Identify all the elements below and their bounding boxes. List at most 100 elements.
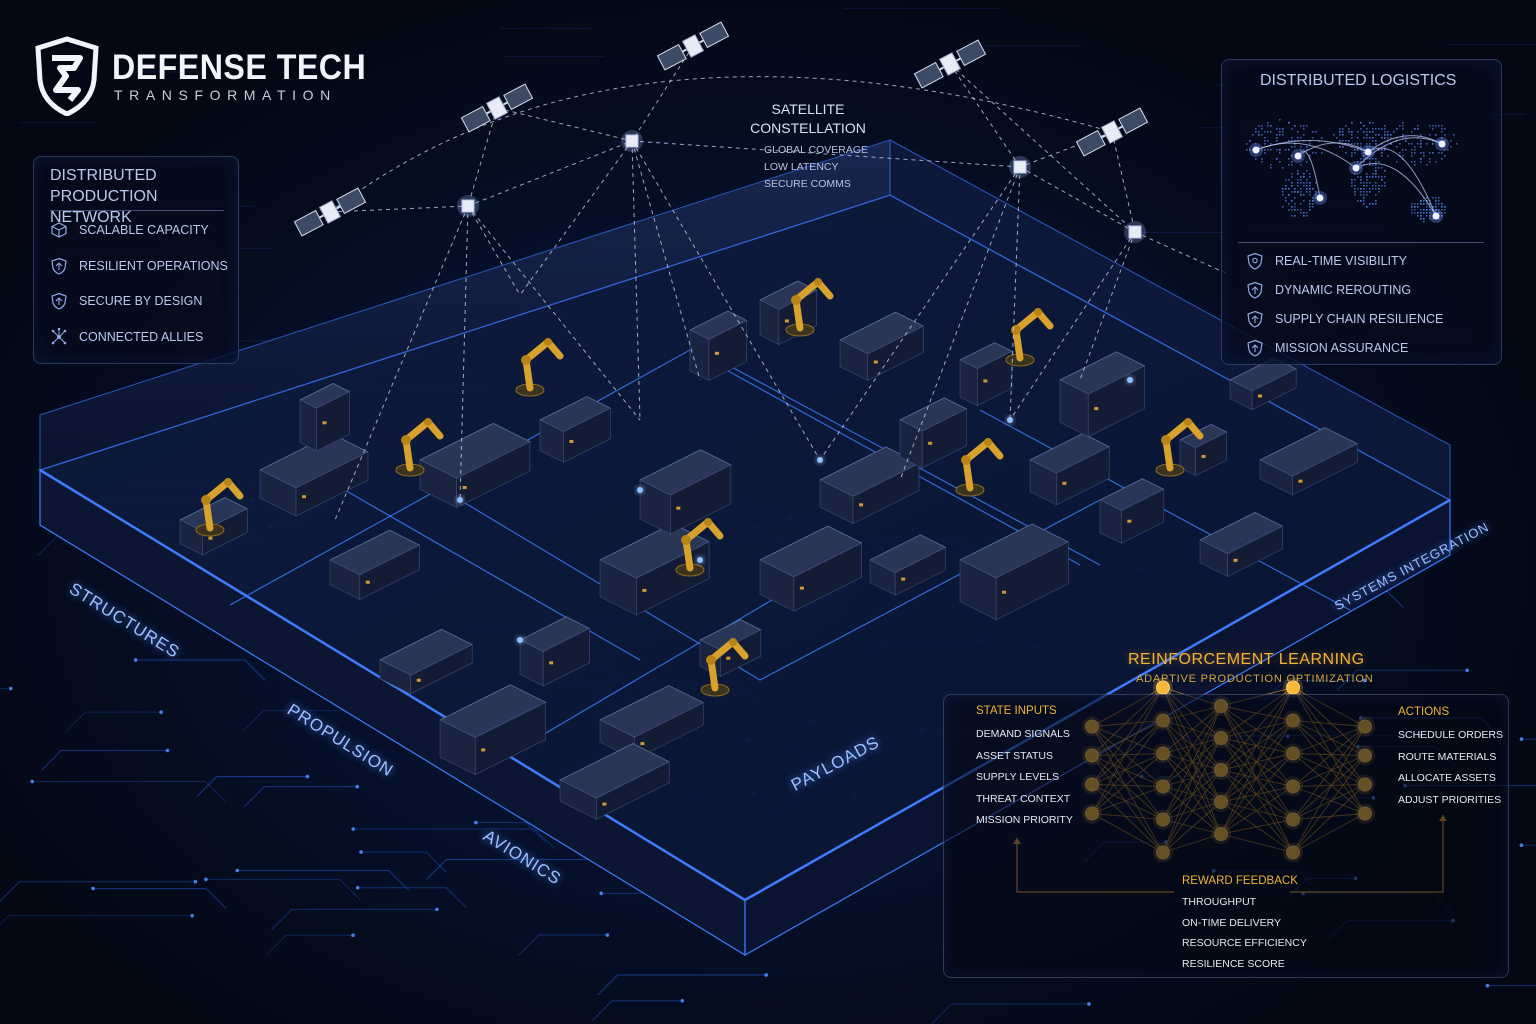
map-dot	[1378, 185, 1380, 187]
map-dot	[1426, 143, 1428, 145]
map-dot	[1435, 200, 1437, 202]
map-dot	[1372, 176, 1374, 178]
circuit-trace	[265, 934, 354, 956]
map-dot	[1366, 134, 1368, 136]
map-dot	[1372, 188, 1374, 190]
map-dot	[1405, 149, 1407, 151]
robot-arm-icon	[955, 438, 1004, 497]
map-dot	[1312, 152, 1314, 154]
robot-arm-icon	[195, 478, 244, 537]
map-dot	[1360, 179, 1362, 181]
map-dot	[1429, 134, 1431, 136]
map-dot	[1303, 185, 1305, 187]
map-dot	[1279, 134, 1281, 136]
map-dot	[1378, 188, 1380, 190]
map-dot	[1375, 170, 1377, 172]
map-dot	[1381, 176, 1383, 178]
production-item: CONNECTED ALLIES	[79, 329, 204, 344]
map-dot	[1393, 131, 1395, 133]
map-dot	[1381, 137, 1383, 139]
map-dot	[1270, 167, 1272, 169]
map-dot	[1261, 134, 1263, 136]
map-dot	[1417, 212, 1419, 214]
map-dot	[1300, 212, 1302, 214]
map-dot	[1414, 206, 1416, 208]
map-dot	[1375, 128, 1377, 130]
circuit-node	[159, 710, 163, 714]
state-inputs-title: STATE INPUTS	[976, 705, 1057, 717]
cube-icon	[51, 222, 67, 238]
map-dot	[1366, 179, 1368, 181]
map-dot	[1444, 206, 1446, 208]
map-dot	[1267, 122, 1269, 124]
circuit-node	[605, 933, 610, 937]
circuit-node	[474, 820, 478, 825]
map-dot	[1369, 176, 1371, 178]
map-dot	[1264, 131, 1266, 133]
brand-title: DEFENSE TECH	[112, 48, 367, 87]
map-dot	[1354, 173, 1356, 175]
circuit-trace	[931, 1003, 1089, 1024]
map-dot	[1444, 134, 1446, 136]
check-shield-icon	[1247, 339, 1263, 357]
map-dot	[1435, 209, 1437, 211]
map-dot	[1309, 209, 1311, 211]
map-dot	[1429, 152, 1431, 154]
map-dot	[1291, 185, 1293, 187]
map-dot	[1264, 152, 1266, 154]
map-dot	[1297, 179, 1299, 181]
map-dot	[1390, 137, 1392, 139]
map-dot	[1399, 143, 1401, 145]
circuit-trace	[196, 776, 308, 797]
circuit-node	[355, 784, 360, 789]
map-dot	[1378, 134, 1380, 136]
map-dot	[1303, 194, 1305, 196]
map-dot	[1351, 182, 1353, 184]
map-dot	[1411, 149, 1413, 151]
uplink-node	[1127, 377, 1133, 383]
circuit-node	[351, 933, 355, 938]
map-dot	[1426, 212, 1428, 214]
map-dot	[1276, 140, 1278, 142]
map-dot	[1438, 218, 1440, 220]
map-dot	[1264, 149, 1266, 151]
map-dot	[1294, 125, 1296, 127]
map-dot	[1306, 125, 1308, 127]
map-dot	[1345, 152, 1347, 154]
map-dot	[1339, 131, 1341, 133]
map-dot	[1435, 203, 1437, 205]
map-dot	[1261, 128, 1263, 130]
map-dot	[1306, 191, 1308, 193]
map-dot	[1369, 164, 1371, 166]
map-dot	[1366, 191, 1368, 193]
logistics-panel: DISTRIBUTED LOGISTICS REAL-TIME VISIBILI…	[1221, 59, 1502, 365]
uplink-node	[637, 487, 643, 493]
world-map	[1246, 119, 1458, 223]
satellite-link	[467, 205, 641, 421]
map-dot	[1291, 155, 1293, 157]
map-dot	[1291, 182, 1293, 184]
map-dot	[1387, 155, 1389, 157]
map-dot	[1375, 173, 1377, 175]
circuit-trace	[237, 870, 410, 891]
circuit-node	[764, 973, 769, 977]
nn-neuron	[1283, 677, 1303, 698]
map-dot	[1258, 131, 1260, 133]
map-dot	[1282, 188, 1284, 190]
robot-arm-icon	[1005, 308, 1054, 367]
map-dot	[1306, 146, 1308, 148]
map-dot	[1372, 140, 1374, 142]
map-dot	[1426, 215, 1428, 217]
map-dot	[1297, 131, 1299, 133]
satellite-link	[1009, 166, 1021, 421]
map-dot	[1384, 125, 1386, 127]
map-dot	[1429, 161, 1431, 163]
map-dot	[1441, 209, 1443, 211]
map-dot	[1309, 185, 1311, 187]
satellite-link	[1019, 166, 1136, 233]
map-dot	[1309, 176, 1311, 178]
map-dot	[1321, 152, 1323, 154]
map-dot	[1303, 125, 1305, 127]
map-dot	[1291, 164, 1293, 166]
